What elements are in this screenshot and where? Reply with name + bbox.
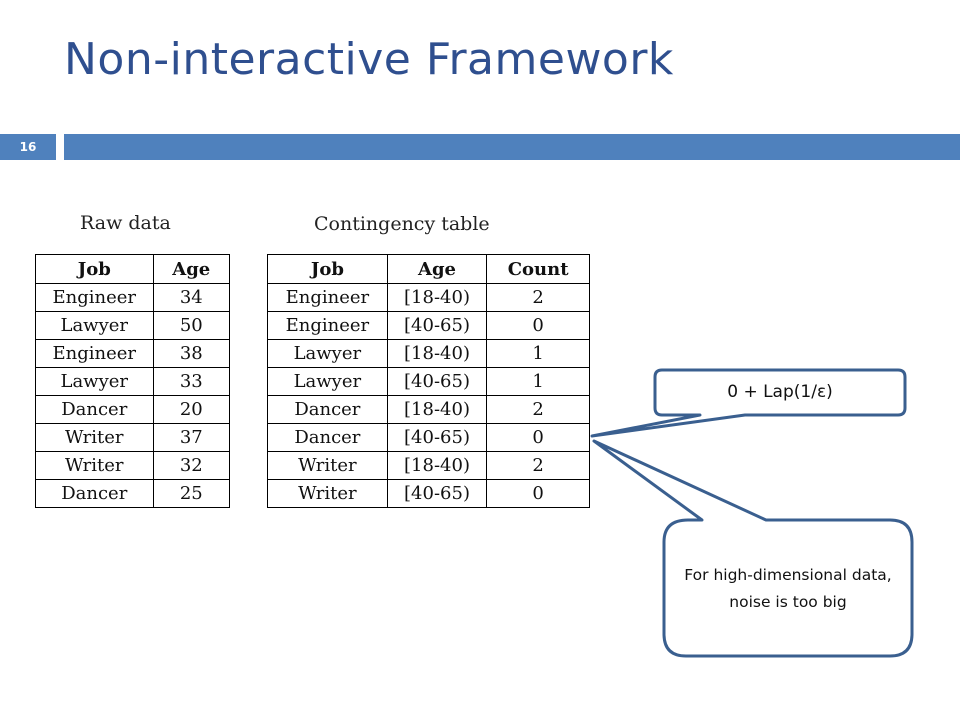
noise-callout-text: 0 + Lap(1/ε) bbox=[727, 382, 833, 402]
job-cell: Writer bbox=[267, 479, 388, 508]
header-rule-bar bbox=[64, 134, 960, 160]
table-row: Writer[18-40)2 bbox=[267, 451, 590, 480]
age-cell: 33 bbox=[152, 367, 231, 396]
raw-data-header-row: Job Age bbox=[35, 254, 231, 284]
job-cell: Dancer bbox=[267, 423, 388, 452]
count-cell: 2 bbox=[486, 451, 590, 480]
column-header-age: Age bbox=[152, 254, 231, 284]
table-row: Engineer[40-65)0 bbox=[267, 311, 590, 340]
age-range-cell: [40-65) bbox=[386, 479, 488, 508]
count-cell: 1 bbox=[486, 367, 590, 396]
noise-callout-bubble bbox=[590, 368, 907, 438]
age-cell: 37 bbox=[152, 423, 231, 452]
count-cell: 0 bbox=[486, 311, 590, 340]
slide-title: Non-interactive Framework bbox=[64, 34, 674, 85]
table-row: Dancer[40-65)0 bbox=[267, 423, 590, 452]
table-row: Writer[40-65)0 bbox=[267, 479, 590, 508]
age-cell: 20 bbox=[152, 395, 231, 424]
age-cell: 25 bbox=[152, 479, 231, 508]
job-cell: Dancer bbox=[267, 395, 388, 424]
contingency-table-caption: Contingency table bbox=[314, 213, 490, 235]
contingency-table: Job Age Count Engineer[18-40) 2 Engineer[… bbox=[267, 254, 590, 508]
job-cell: Engineer bbox=[267, 311, 388, 340]
note-callout-bubble bbox=[592, 439, 914, 658]
note-callout-text: For high-dimensional data, noise is too … bbox=[684, 566, 892, 611]
age-cell: 38 bbox=[152, 339, 231, 368]
age-range-cell: [40-65) bbox=[386, 311, 488, 340]
count-cell: 0 bbox=[486, 423, 590, 452]
contingency-header-row: Job Age Count bbox=[267, 254, 590, 284]
count-cell: 0 bbox=[486, 479, 590, 508]
age-range-cell: [40-65) bbox=[386, 423, 488, 452]
age-cell: 34 bbox=[152, 283, 231, 312]
job-cell: Dancer bbox=[35, 479, 154, 508]
raw-data-caption: Raw data bbox=[80, 212, 171, 234]
column-header-age: Age bbox=[386, 254, 488, 284]
job-cell: Engineer bbox=[35, 283, 154, 312]
table-row: Lawyer[40-65)1 bbox=[267, 367, 590, 396]
slide-number-bar bbox=[0, 134, 56, 160]
job-cell: Writer bbox=[35, 423, 154, 452]
slide-number: 16 bbox=[19, 140, 37, 154]
age-cell: 32 bbox=[152, 451, 231, 480]
job-cell: Writer bbox=[35, 451, 154, 480]
count-cell: 2 bbox=[486, 395, 590, 424]
job-cell: Lawyer bbox=[35, 367, 154, 396]
age-range-cell: [18-40) bbox=[386, 283, 488, 312]
column-header-job: Job bbox=[267, 254, 388, 284]
